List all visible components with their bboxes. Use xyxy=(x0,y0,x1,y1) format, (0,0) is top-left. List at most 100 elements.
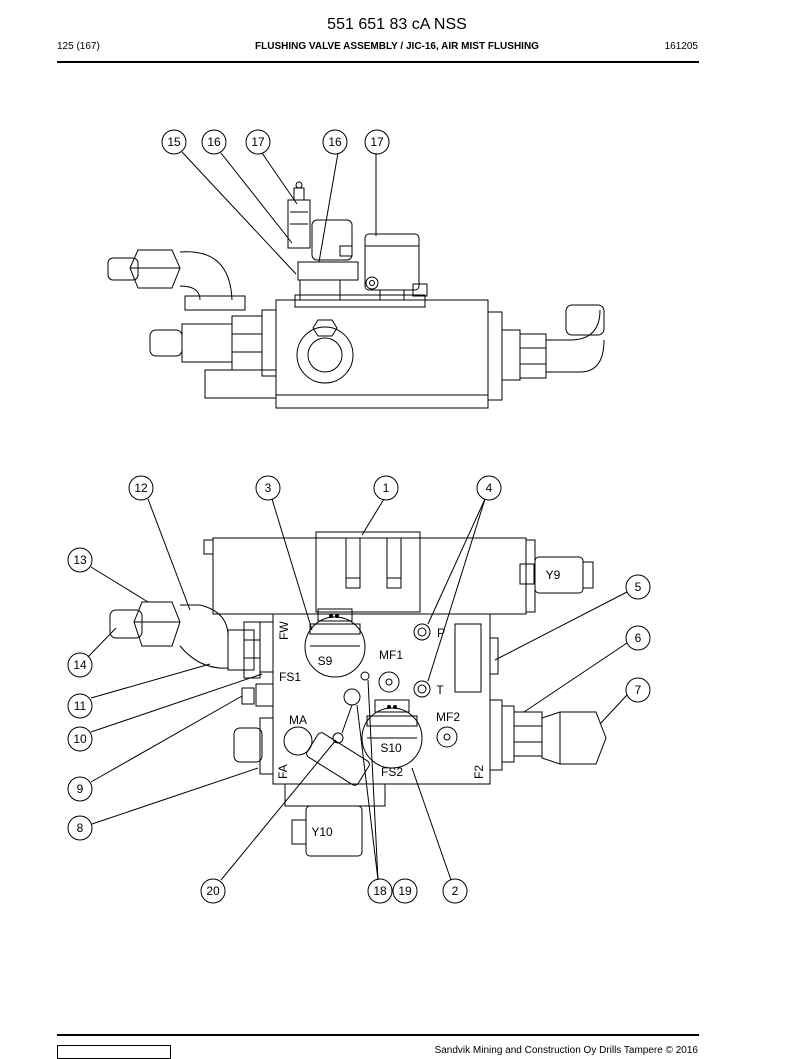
top-jic-fitting-upper xyxy=(107,257,139,281)
top-callout-17-b: 17 xyxy=(364,129,390,155)
svg-text:19: 19 xyxy=(398,884,412,898)
bottom-callout-5: 5 xyxy=(625,574,651,600)
label-mf1: MF1 xyxy=(379,648,403,662)
svg-text:6: 6 xyxy=(635,631,642,645)
top-right-elbow xyxy=(546,309,601,341)
document-title: FLUSHING VALVE ASSEMBLY / JIC-16, AIR MI… xyxy=(255,41,539,52)
bottom-callout-13: 13 xyxy=(67,547,93,573)
svg-text:13: 13 xyxy=(73,553,87,567)
top-nut-lower xyxy=(231,315,263,371)
bottom-callout-3: 3 xyxy=(255,475,281,501)
svg-text:12: 12 xyxy=(134,481,148,495)
bottom-gauge-s9 xyxy=(304,616,366,678)
top-hex-plug xyxy=(312,319,338,337)
svg-text:1: 1 xyxy=(383,481,390,495)
bottom-callout-1: 1 xyxy=(373,475,399,501)
label-s9: S9 xyxy=(318,654,333,668)
bottom-callout-14: 14 xyxy=(67,652,93,678)
top-port-circle xyxy=(296,326,354,384)
bottom-callout-18: 18 xyxy=(367,878,393,904)
bottom-callout-20: 20 xyxy=(200,878,226,904)
svg-text:16: 16 xyxy=(207,135,221,149)
top-port-inner xyxy=(307,337,343,373)
bottom-callout-6: 6 xyxy=(625,625,651,651)
label-t: T xyxy=(436,683,444,697)
bottom-hex-nut-13 xyxy=(133,601,181,647)
svg-text:17: 17 xyxy=(251,135,265,149)
bottom-plug-9 xyxy=(241,687,255,705)
svg-text:17: 17 xyxy=(370,135,384,149)
bottom-hex-adapter-10 xyxy=(259,621,274,673)
document-id: 551 651 83 cA NSS xyxy=(327,16,467,33)
top-elbow-upper xyxy=(179,251,233,301)
label-mf2: MF2 xyxy=(436,710,460,724)
top-callout-17: 17 xyxy=(245,129,271,155)
svg-text:20: 20 xyxy=(206,884,220,898)
bottom-port-mf1 xyxy=(378,671,400,693)
label-s10: S10 xyxy=(380,741,402,755)
top-adapter-lower xyxy=(181,323,233,363)
bottom-jic-fitting xyxy=(109,609,143,639)
bottom-port-mf2 xyxy=(436,726,458,748)
page-number: 125 (167) xyxy=(57,41,100,52)
top-cover-plate xyxy=(294,294,426,308)
bottom-callout-8: 8 xyxy=(67,815,93,841)
bottom-air-valve-head xyxy=(343,688,361,706)
top-regulator xyxy=(311,219,353,261)
label-fs1: FS1 xyxy=(279,670,301,684)
top-right-jic-fitting xyxy=(565,304,605,336)
svg-text:18: 18 xyxy=(373,884,387,898)
label-fw: FW xyxy=(277,621,291,640)
svg-text:11: 11 xyxy=(74,699,87,713)
svg-text:16: 16 xyxy=(328,135,342,149)
bottom-callout-19: 19 xyxy=(392,878,418,904)
svg-text:8: 8 xyxy=(77,821,84,835)
bottom-port-ma xyxy=(283,726,313,756)
bottom-air-valve-body xyxy=(306,732,370,786)
bottom-upper-center-block xyxy=(315,531,421,613)
svg-text:14: 14 xyxy=(73,658,87,672)
top-leader-lines xyxy=(181,151,377,275)
bottom-test-point-p xyxy=(413,623,431,641)
bottom-callout-4: 4 xyxy=(476,475,502,501)
bottom-fitting-fa xyxy=(233,727,263,763)
top-callout-16: 16 xyxy=(201,129,227,155)
bottom-elbow xyxy=(180,604,229,637)
bottom-callout-7: 7 xyxy=(625,677,651,703)
label-y10: Y10 xyxy=(311,825,333,839)
footer-rule xyxy=(57,1034,699,1036)
top-jic-fitting-lower xyxy=(149,329,183,357)
bottom-view-assembly xyxy=(109,531,607,857)
top-callout-15: 15 xyxy=(161,129,187,155)
bottom-test-point-t xyxy=(413,680,431,698)
label-ma: MA xyxy=(289,713,307,727)
bottom-upper-valve-body xyxy=(212,537,527,615)
bottom-callout-9: 9 xyxy=(67,776,93,802)
label-f2: F2 xyxy=(472,765,486,779)
top-callout-16-b: 16 xyxy=(322,129,348,155)
bottom-adapter-11 xyxy=(227,629,255,671)
svg-text:15: 15 xyxy=(167,135,181,149)
bottom-leader-lines xyxy=(87,498,628,881)
svg-text:9: 9 xyxy=(77,782,84,796)
svg-text:5: 5 xyxy=(635,580,642,594)
bottom-gauge-s10 xyxy=(361,707,423,769)
document-code: 161205 xyxy=(664,41,698,52)
bottom-manifold-window xyxy=(454,623,482,693)
label-y9: Y9 xyxy=(546,568,561,582)
footer-copyright: Sandvik Mining and Construction Oy Drill… xyxy=(434,1045,698,1056)
brand-logo xyxy=(57,1045,171,1059)
top-manifold-bar xyxy=(297,261,359,281)
svg-text:10: 10 xyxy=(73,732,87,746)
label-p: P xyxy=(437,626,445,640)
svg-text:7: 7 xyxy=(635,683,642,697)
top-right-adapter xyxy=(501,329,521,381)
svg-text:3: 3 xyxy=(265,481,272,495)
bottom-right-nut-6 xyxy=(513,711,543,757)
bottom-right-hose-fitting-7 xyxy=(541,711,607,765)
bottom-callout-12: 12 xyxy=(128,475,154,501)
bottom-callout-11: 11 xyxy=(67,693,93,719)
label-fs2: FS2 xyxy=(381,765,403,779)
top-right-nut xyxy=(519,333,547,379)
